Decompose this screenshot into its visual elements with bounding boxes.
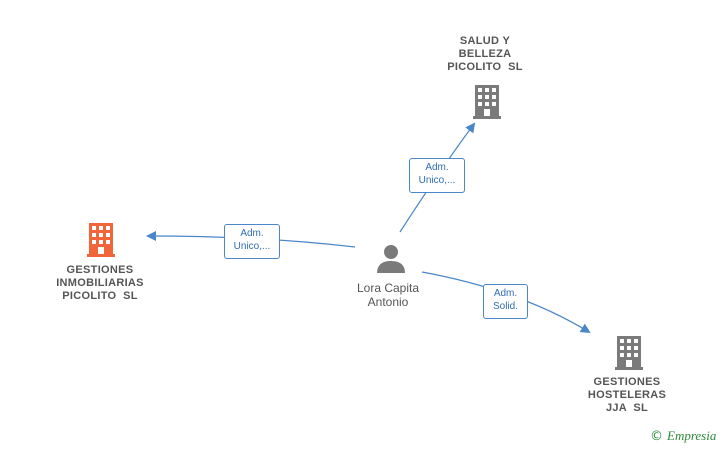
person-icon[interactable] — [376, 243, 406, 273]
node-label-inmobiliarias: GESTIONES INMOBILIARIAS PICOLITO SL — [30, 264, 170, 303]
node-label-line: JJA SL — [605, 402, 649, 414]
brand-name: Empresia — [667, 428, 717, 443]
node-label-line: INMOBILIARIAS — [56, 277, 144, 289]
edge-label-line: Unico,... — [418, 175, 456, 186]
building-icon[interactable] — [473, 85, 501, 119]
building-icon[interactable] — [87, 223, 115, 257]
edge-label-line: Solid. — [492, 301, 518, 312]
node-label-line: PICOLITO SL — [62, 290, 138, 302]
node-label-line: GESTIONES — [66, 264, 134, 276]
person-name-line: Lora Capita — [356, 281, 420, 295]
edge-label-to-salud[interactable]: Adm. Unico,... — [409, 158, 465, 193]
node-label-line: BELLEZA — [458, 48, 512, 60]
edge-label-line: Unico,... — [233, 241, 271, 252]
edge-label-line: Adm. — [240, 228, 264, 239]
building-icon[interactable] — [615, 336, 643, 370]
edge-label-line: Adm. — [493, 288, 518, 299]
person-name-line: Antonio — [367, 295, 409, 309]
brand-logo: © Empresia — [650, 428, 716, 444]
copyright-icon: © — [650, 429, 663, 444]
edge-label-to-hosteleras[interactable]: Adm. Solid. — [483, 284, 528, 319]
person-label: Lora Capita Antonio — [328, 281, 448, 309]
node-label-line: GESTIONES — [593, 376, 661, 388]
node-label-line: SALUD Y — [459, 35, 511, 47]
node-label-hosteleras: GESTIONES HOSTELERAS JJA SL — [557, 376, 697, 415]
node-label-line: PICOLITO SL — [447, 61, 523, 73]
edge-label-line: Adm. — [425, 162, 449, 173]
edge-label-to-inmobiliarias[interactable]: Adm. Unico,... — [224, 224, 280, 259]
node-label-salud: SALUD Y BELLEZA PICOLITO SL — [415, 35, 555, 74]
node-label-line: HOSTELERAS — [587, 389, 667, 401]
